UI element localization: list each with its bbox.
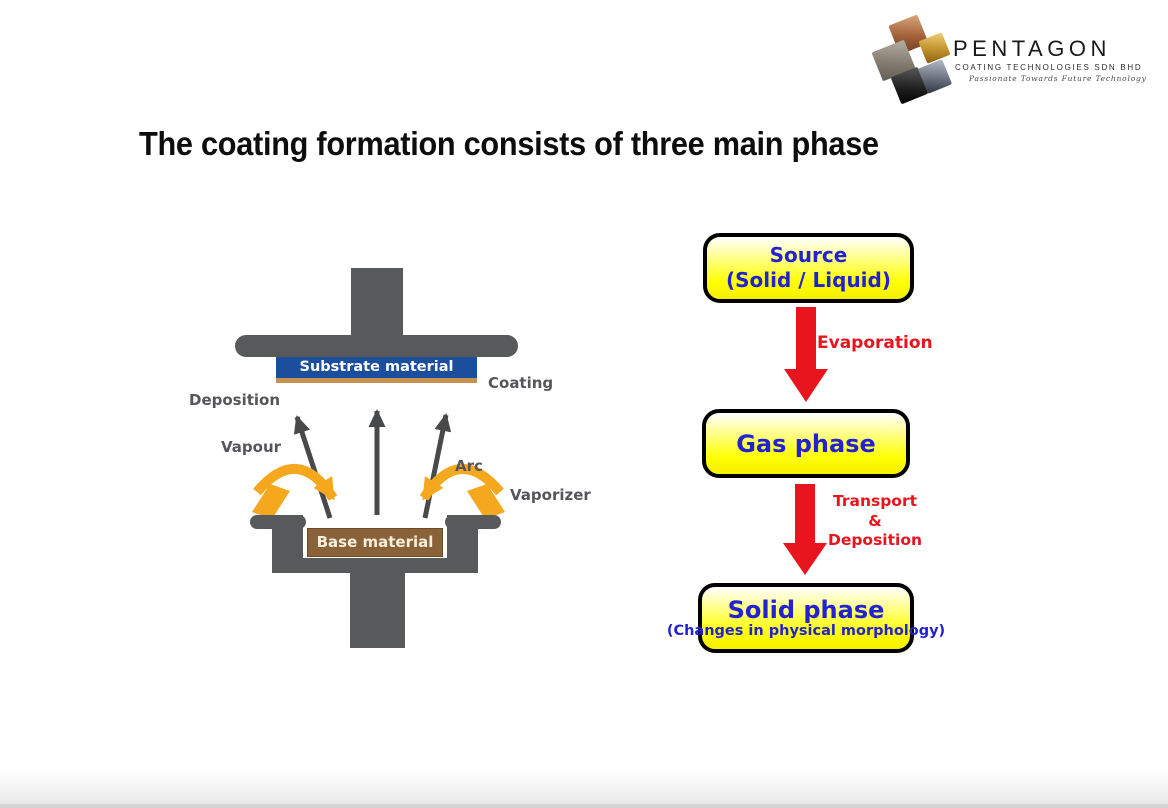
base-material-block: Base material bbox=[307, 528, 443, 557]
logo-company-subtitle: COATING TECHNOLOGIES SDN BHD bbox=[955, 63, 1143, 72]
slide-title: The coating formation consists of three … bbox=[139, 125, 879, 162]
label-coating: Coating bbox=[488, 374, 554, 392]
label-transport-line3: Deposition bbox=[827, 531, 923, 549]
label-deposition: Deposition bbox=[189, 391, 281, 409]
flowchart-box-source: Source (Solid / Liquid) bbox=[703, 233, 914, 303]
source-box-title: Source bbox=[769, 243, 848, 267]
flowchart-box-gas-phase: Gas phase bbox=[702, 409, 910, 478]
vapour-arrow-left-icon bbox=[293, 415, 333, 519]
logo-tagline: Passionate Towards Future Technology bbox=[969, 74, 1147, 83]
arc-curve-left-icon bbox=[253, 463, 338, 501]
evaporation-arrow-icon bbox=[784, 307, 828, 402]
coating-layer bbox=[276, 378, 477, 383]
arc-curve-right-icon bbox=[419, 463, 504, 501]
vaporizer-bolt-right-icon bbox=[467, 484, 505, 519]
label-vapour: Vapour bbox=[221, 438, 282, 456]
label-transport-line1: Transport bbox=[832, 492, 918, 510]
substrate-material-block: Substrate material bbox=[276, 357, 477, 378]
bottom-edge-bar bbox=[0, 804, 1168, 808]
solid-box-subtitle: (Changes in physical morphology) bbox=[666, 622, 946, 639]
gas-box-title: Gas phase bbox=[736, 429, 876, 458]
pvd-arrows-layer bbox=[252, 409, 505, 519]
substrate-holder-bar bbox=[235, 335, 518, 357]
label-arc: Arc bbox=[455, 457, 483, 475]
logo-brand-name: PENTAGON bbox=[953, 36, 1111, 61]
vapour-arrow-right-icon bbox=[422, 413, 452, 519]
label-vaporizer: Vaporizer bbox=[510, 486, 591, 504]
substrate-holder-stem bbox=[351, 268, 403, 337]
pentagon-logo: PENTAGON COATING TECHNOLOGIES SDN BHD Pa… bbox=[870, 10, 1168, 105]
bottom-edge-fade bbox=[0, 770, 1168, 804]
crucible-stem bbox=[350, 573, 405, 648]
source-box-subtitle: (Solid / Liquid) bbox=[725, 268, 891, 292]
solid-box-title: Solid phase bbox=[727, 595, 885, 624]
vaporizer-bolt-left-icon bbox=[252, 484, 290, 519]
label-transport-deposition: Transport & Deposition bbox=[825, 492, 925, 551]
transport-deposition-arrow-icon bbox=[783, 484, 827, 575]
flowchart-box-solid-phase: Solid phase (Changes in physical morphol… bbox=[667, 583, 945, 653]
crucible-bottom bbox=[272, 558, 478, 573]
pvd-process-diagram: Substrate material Base material bbox=[185, 255, 600, 655]
label-evaporation: Evaporation bbox=[817, 333, 933, 353]
label-transport-line2: & bbox=[868, 511, 882, 530]
